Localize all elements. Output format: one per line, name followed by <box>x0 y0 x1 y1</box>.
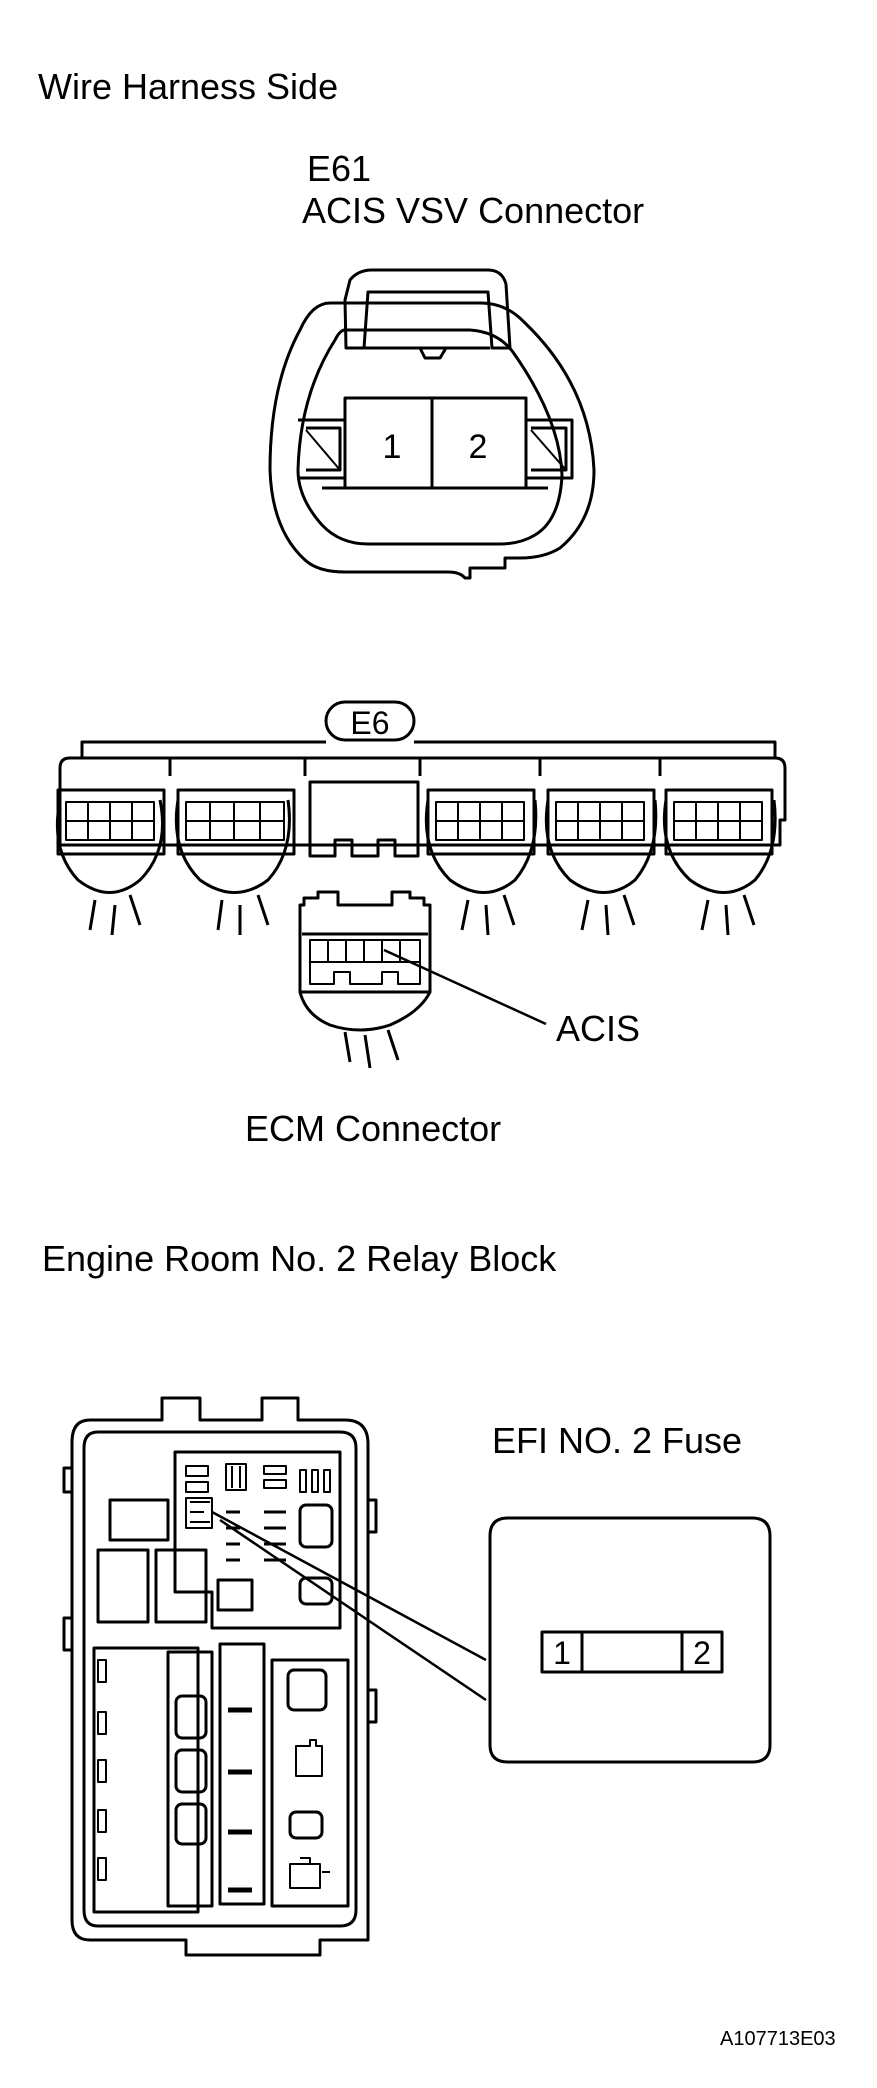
e61-connector-id: E61 <box>307 148 372 189</box>
ecm-connector-row-drawing <box>58 700 787 858</box>
relay-block-title: Engine Room No. 2 Relay Block <box>42 1238 557 1279</box>
wire-harness-title: Wire Harness Side <box>38 66 339 107</box>
efi-fuse-label: EFI NO. 2 Fuse <box>492 1420 743 1461</box>
ecm-connector-caption: ECM Connector <box>245 1108 502 1149</box>
acis-vsv-connector-label: ACIS VSV Connector <box>302 190 645 231</box>
acis-signal-label: ACIS <box>556 1008 641 1049</box>
fuse-pin-2: 2 <box>693 1635 711 1671</box>
e6-connector-tag: E6 <box>350 705 389 741</box>
figure-code: A107713E03 <box>720 2028 836 2050</box>
e61-pin-1: 1 <box>383 428 402 466</box>
ecm-harness-wires <box>55 799 777 936</box>
e61-connector-drawing <box>268 268 596 580</box>
fuse-pin-1: 1 <box>553 1635 571 1671</box>
e61-pin-2: 2 <box>469 428 488 466</box>
relay-block-drawing <box>62 1396 772 1957</box>
ecm-detached-connector <box>298 890 547 1069</box>
